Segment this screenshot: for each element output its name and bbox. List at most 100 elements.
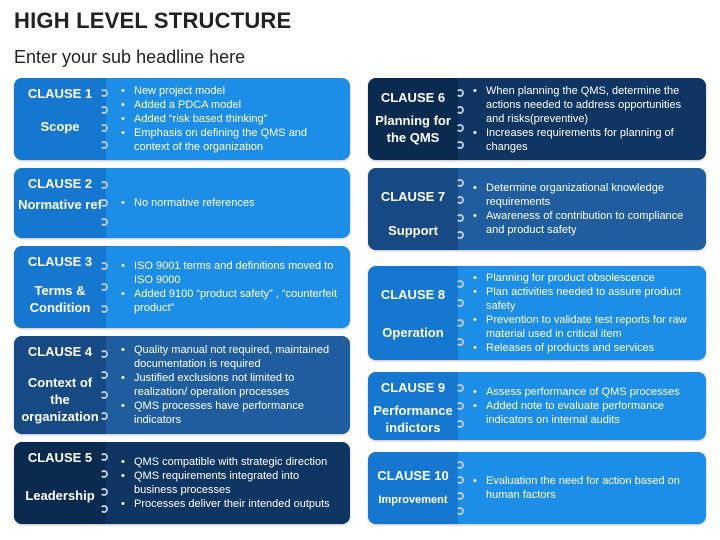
- clause-1-binder-rings: [97, 80, 111, 158]
- clause-5-binder-rings: [97, 444, 111, 522]
- binder-ring-icon: [456, 179, 464, 188]
- clause-10-card: CLAUSE 10 Improvement Evaluation the nee…: [368, 452, 706, 524]
- binder-ring-icon: [456, 476, 464, 485]
- clause-8-number: CLAUSE 8: [380, 287, 446, 302]
- binder-ring-icon: [456, 491, 464, 500]
- binder-ring-icon: [456, 106, 464, 115]
- binder-ring-icon: [100, 123, 108, 132]
- binder-ring-icon: [100, 504, 108, 513]
- bullet-item: Planning for product obsolescence: [473, 271, 700, 285]
- binder-ring-icon: [100, 453, 108, 462]
- clause-2-content: No normative references: [106, 168, 350, 238]
- bullet-item: Added a PDCA model: [121, 98, 344, 112]
- binder-ring-icon: [456, 230, 464, 239]
- clause-3-content: ISO 9001 terms and definitions moved to …: [106, 246, 350, 328]
- clause-9-binder-rings: [453, 374, 467, 438]
- clause-8-name: Operation: [382, 325, 444, 340]
- binder-ring-icon: [100, 487, 108, 496]
- clause-8-bullets: Planning for product obsolescencePlan ac…: [458, 271, 706, 355]
- clause-10-name: Improvement: [378, 494, 448, 506]
- clause-1-label: CLAUSE 1 Scope: [14, 78, 106, 160]
- clause-6-label: CLAUSE 6 Planning for the QMS: [368, 78, 458, 160]
- clause-9-label: CLAUSE 9 Performance indictors: [368, 372, 458, 440]
- binder-ring-icon: [100, 261, 108, 270]
- binder-ring-icon: [100, 304, 108, 313]
- clause-4-name: Context of the organization: [21, 375, 99, 424]
- clause-3-number: CLAUSE 3: [27, 254, 93, 269]
- binder-ring-icon: [100, 89, 108, 98]
- bullet-item: QMS processes have performance indicator…: [121, 399, 344, 427]
- binder-ring-icon: [100, 180, 108, 189]
- clause-6-name: Planning for the QMS: [375, 113, 451, 145]
- clause-10-binder-rings: [453, 454, 467, 522]
- clause-10-bullets: Evaluation the need for action based on …: [458, 474, 706, 502]
- clause-9-bullets: Assess performance of QMS processesAdded…: [458, 385, 706, 427]
- page-subtitle: Enter your sub headline here: [14, 47, 246, 67]
- clause-3-name: Terms & Condition: [29, 283, 91, 315]
- clause-4-card: CLAUSE 4 Context of the organization Qua…: [14, 336, 350, 434]
- binder-ring-icon: [100, 411, 108, 420]
- bullet-item: Added 9100 “product safety” , “counterfe…: [121, 287, 344, 315]
- binder-ring-icon: [456, 123, 464, 132]
- bullet-item: Processes deliver their intended outputs: [121, 497, 344, 511]
- binder-ring-icon: [456, 140, 464, 149]
- clause-1-bullets: New project modelAdded a PDCA modelAdded…: [106, 84, 350, 154]
- clause-7-label: CLAUSE 7 Support: [368, 168, 458, 250]
- clause-8-label: CLAUSE 8 Operation: [368, 266, 458, 360]
- clause-7-binder-rings: [453, 170, 467, 248]
- clause-4-binder-rings: [97, 338, 111, 432]
- clause-6-card: CLAUSE 6 Planning for the QMS When plann…: [368, 78, 706, 160]
- binder-ring-icon: [100, 140, 108, 149]
- binder-ring-icon: [456, 402, 464, 410]
- clause-2-label: CLAUSE 2 Normative ref: [14, 168, 106, 238]
- bullet-item: Awareness of contribution to compliance …: [473, 209, 700, 237]
- clause-2-card: CLAUSE 2 Normative ref No normative refe…: [14, 168, 350, 238]
- bullet-item: Determine organizational knowledge requi…: [473, 181, 700, 209]
- bullet-item: New project model: [121, 84, 344, 98]
- binder-ring-icon: [100, 199, 108, 207]
- clause-9-number: CLAUSE 9: [380, 380, 446, 395]
- clause-7-number: CLAUSE 7: [380, 189, 446, 204]
- clause-5-label: CLAUSE 5 Leadership: [14, 442, 106, 524]
- clause-10-label: CLAUSE 10 Improvement: [368, 452, 458, 524]
- clause-7-content: Determine organizational knowledge requi…: [458, 168, 706, 250]
- bullet-item: Quality manual not required, maintained …: [121, 343, 344, 371]
- bullet-item: Plan activities needed to assure product…: [473, 285, 700, 313]
- binder-ring-icon: [456, 384, 464, 392]
- clause-1-number: CLAUSE 1: [27, 86, 93, 101]
- binder-ring-icon: [100, 283, 108, 291]
- clause-9-content: Assess performance of QMS processesAdded…: [458, 372, 706, 440]
- clause-4-number: CLAUSE 4: [27, 344, 93, 359]
- clause-2-bullets: No normative references: [106, 196, 260, 210]
- clause-5-content: QMS compatible with strategic directionQ…: [106, 442, 350, 524]
- clause-4-bullets: Quality manual not required, maintained …: [106, 343, 350, 427]
- binder-ring-icon: [100, 217, 108, 226]
- clause-6-bullets: When planning the QMS, determine the act…: [458, 84, 706, 154]
- binder-ring-icon: [456, 420, 464, 428]
- binder-ring-icon: [100, 106, 108, 115]
- bullet-item: Evaluation the need for action based on …: [473, 474, 700, 502]
- clause-3-card: CLAUSE 3 Terms & Condition ISO 9001 term…: [14, 246, 350, 328]
- clause-8-card: CLAUSE 8 Operation Planning for product …: [368, 266, 706, 360]
- clause-8-content: Planning for product obsolescencePlan ac…: [458, 266, 706, 360]
- bullet-item: Emphasis on defining the QMS and context…: [121, 126, 344, 154]
- binder-ring-icon: [456, 338, 464, 347]
- clause-6-number: CLAUSE 6: [380, 90, 446, 105]
- bullet-item: Added note to evaluate performance indic…: [473, 399, 700, 427]
- clause-2-binder-rings: [97, 170, 111, 236]
- clause-1-card: CLAUSE 1 Scope New project modelAdded a …: [14, 78, 350, 160]
- bullet-item: Prevention to validate test reports for …: [473, 313, 700, 341]
- clause-7-card: CLAUSE 7 Support Determine organizationa…: [368, 168, 706, 250]
- bullet-item: Justified exclusions not limited to real…: [121, 371, 344, 399]
- clause-7-name: Support: [388, 223, 438, 238]
- clause-2-number: CLAUSE 2: [27, 176, 93, 191]
- clause-4-content: Quality manual not required, maintained …: [106, 336, 350, 434]
- clause-5-bullets: QMS compatible with strategic directionQ…: [106, 455, 350, 511]
- clause-5-card: CLAUSE 5 Leadership QMS compatible with …: [14, 442, 350, 524]
- clause-9-name: Performance indictors: [373, 403, 453, 435]
- clause-3-binder-rings: [97, 248, 111, 326]
- clause-7-bullets: Determine organizational knowledge requi…: [458, 181, 706, 237]
- clause-1-content: New project modelAdded a PDCA modelAdded…: [106, 78, 350, 160]
- clause-6-binder-rings: [453, 80, 467, 158]
- clause-3-bullets: ISO 9001 terms and definitions moved to …: [106, 259, 350, 315]
